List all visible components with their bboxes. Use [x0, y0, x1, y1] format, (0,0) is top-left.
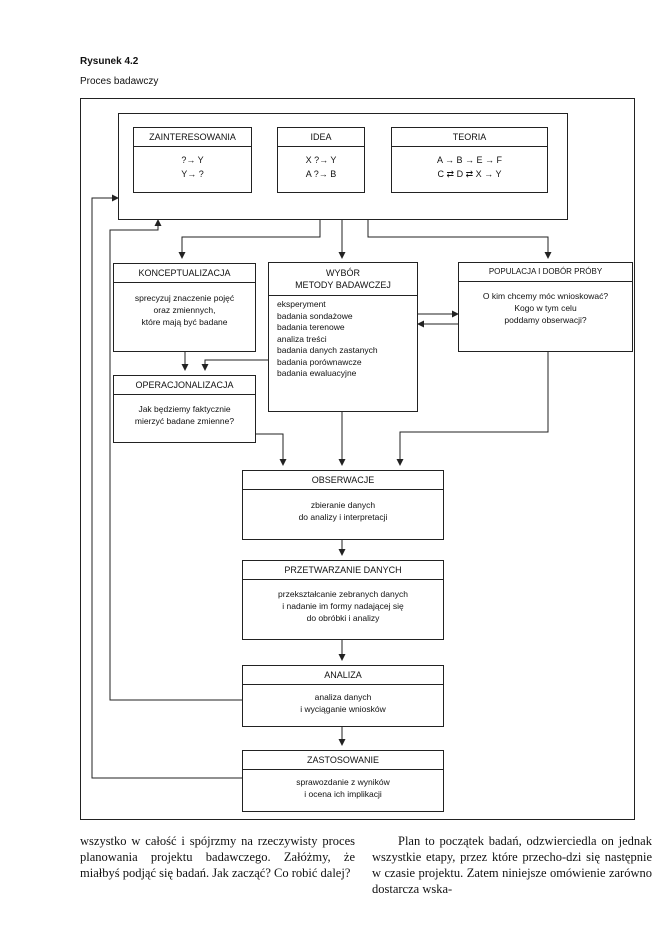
przetwarzanie-title: PRZETWARZANIE DANYCH [243, 561, 443, 580]
method-item: badania ewaluacyjne [277, 368, 357, 378]
teoria-line-2: C ⇄ D ⇄ X → Y [437, 169, 502, 179]
konceptualizacja-line-3: które mają być badane [141, 317, 228, 327]
obserwacje-line-1: zbieranie danych [310, 500, 376, 510]
przetwarzanie-line-1: przekształcanie zebranych danych [278, 589, 408, 599]
zastosowanie-line-1: sprawozdanie z wyników [296, 777, 390, 787]
figure-label: Rysunek 4.2 [80, 56, 139, 67]
analiza-line-2: i wyciąganie wniosków [300, 704, 386, 714]
zainteresowania-line-1: ?→ Y [181, 155, 204, 165]
konceptualizacja-box: KONCEPTUALIZACJA sprecyzuj znaczenie poj… [113, 263, 256, 352]
wybor-metody-title-1: WYBÓR [325, 268, 360, 278]
obserwacje-line-2: do analizy i interpretacji [298, 512, 388, 522]
zainteresowania-title: ZAINTERESOWANIA [134, 128, 251, 147]
zastosowanie-title: ZASTOSOWANIE [243, 751, 443, 770]
idea-title: IDEA [278, 128, 364, 147]
przetwarzanie-line-3: do obróbki i analizy [306, 613, 380, 623]
diagram-frame [80, 98, 635, 820]
method-item: badania danych zastanych [277, 345, 378, 355]
obserwacje-box: OBSERWACJE zbieranie danych do analizy i… [242, 470, 444, 540]
populacja-line-1: O kim chcemy móc wnioskować? [482, 291, 609, 301]
wybor-metody-title-2: METODY BADAWCZEJ [295, 280, 391, 290]
idea-line-1: X ?→ Y [305, 155, 337, 165]
body-text-left: wszystko w całość i spójrzmy na rzeczywi… [80, 834, 355, 880]
analiza-box: ANALIZA analiza danych i wyciąganie wnio… [242, 665, 444, 727]
populacja-title: POPULACJA I DOBÓR PRÓBY [459, 263, 632, 282]
analiza-line-1: analiza danych [314, 692, 372, 702]
populacja-box: POPULACJA I DOBÓR PRÓBY O kim chcemy móc… [458, 262, 633, 352]
zastosowanie-box: ZASTOSOWANIE sprawozdanie z wyników i oc… [242, 750, 444, 812]
zastosowanie-line-2: i ocena ich implikacji [304, 789, 382, 799]
body-text-right: Plan to początek badań, odzwierciedla on… [372, 834, 652, 896]
populacja-line-2: Kogo w tym celu [514, 303, 577, 313]
operacjonalizacja-line-2: mierzyć badane zmienne? [134, 416, 235, 426]
przetwarzanie-box: PRZETWARZANIE DANYCH przekształcanie zeb… [242, 560, 444, 640]
teoria-line-1: A → B → E → F [436, 155, 502, 165]
method-item: eksperyment [277, 299, 326, 309]
przetwarzanie-line-2: i nadanie im formy nadającej się [282, 601, 404, 611]
zainteresowania-line-2: Y→ ? [181, 169, 204, 179]
zainteresowania-box: ZAINTERESOWANIA ?→ Y Y→ ? [133, 127, 252, 193]
teoria-title: TEORIA [392, 128, 547, 147]
method-item: analiza treści [277, 333, 327, 344]
body-text-right-wrapper: Plan to początek badań, odzwierciedla on… [372, 833, 652, 897]
populacja-line-3: poddamy obserwacji? [504, 315, 587, 325]
method-item: badania porównawcze [277, 356, 362, 367]
obserwacje-title: OBSERWACJE [243, 471, 443, 490]
teoria-box: TEORIA A → B → E → F C ⇄ D ⇄ X → Y [391, 127, 548, 193]
operacjonalizacja-title: OPERACJONALIZACJA [114, 376, 255, 395]
operacjonalizacja-line-1: Jak będziemy faktycznie [138, 404, 231, 414]
konceptualizacja-line-1: sprecyzuj znaczenie pojęć [134, 293, 235, 303]
idea-box: IDEA X ?→ Y A ?→ B [277, 127, 365, 193]
analiza-title: ANALIZA [243, 666, 443, 685]
method-item: badania sondażowe [277, 310, 353, 321]
method-item: badania terenowe [277, 322, 345, 332]
konceptualizacja-line-2: oraz zmiennych, [153, 305, 216, 315]
wybor-metody-box: WYBÓR METODY BADAWCZEJ eksperyment badan… [268, 262, 418, 412]
konceptualizacja-title: KONCEPTUALIZACJA [114, 264, 255, 283]
operacjonalizacja-box: OPERACJONALIZACJA Jak będziemy faktyczni… [113, 375, 256, 443]
idea-line-2: A ?→ B [305, 169, 337, 179]
figure-caption: Proces badawczy [80, 76, 159, 87]
